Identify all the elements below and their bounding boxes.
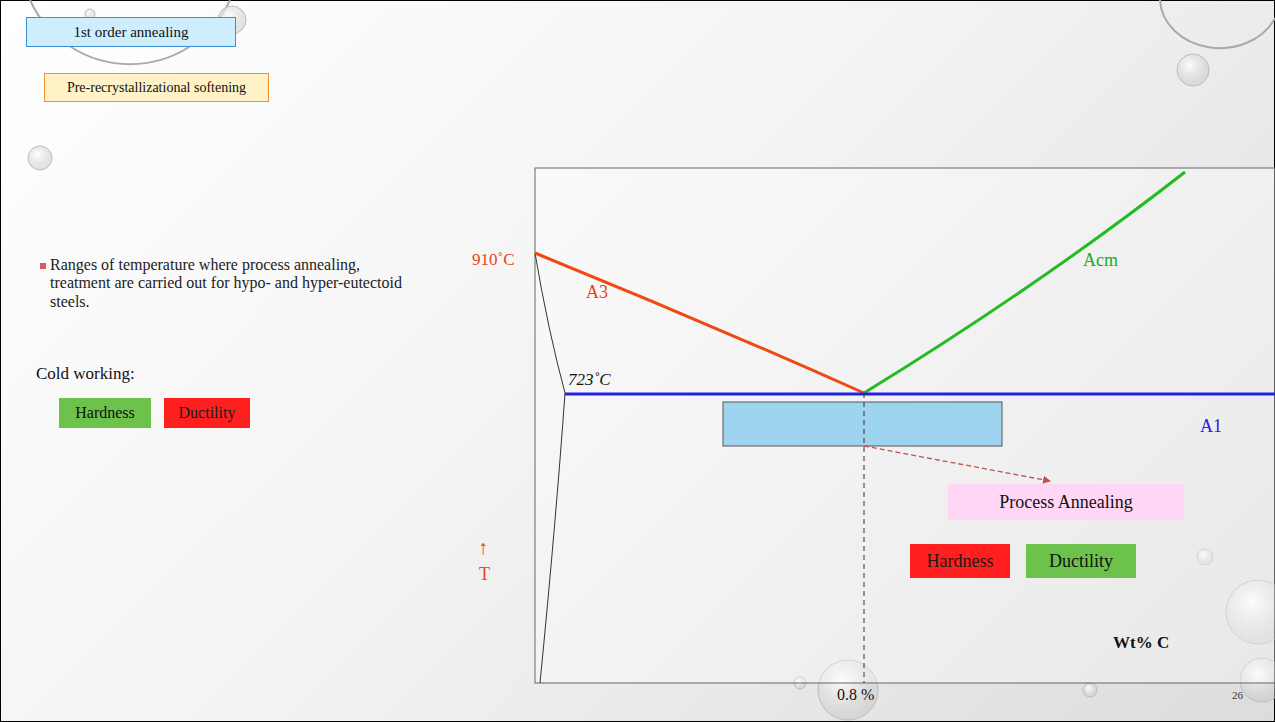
box-text: 1st order annealing — [74, 24, 189, 41]
annealing-range — [723, 402, 1002, 446]
eutectoid-line — [864, 393, 865, 683]
acm-line — [864, 172, 1185, 393]
plot-frame — [535, 168, 1275, 683]
line-label: A1 — [1200, 416, 1222, 437]
line-label: A3 — [586, 282, 608, 303]
section-label: Cold working: — [36, 364, 135, 384]
box-text: Ductility — [179, 404, 236, 422]
pointer-arrow — [864, 446, 1050, 481]
property-box: Process Annealing — [948, 484, 1184, 520]
box-text: Hardness — [927, 551, 994, 572]
decor-bubbles — [28, 0, 1275, 720]
box-text: Pre-recrystallizational softening — [67, 80, 246, 96]
axis-arrow: ↑ — [478, 536, 488, 559]
box-text: Hardness — [75, 404, 135, 422]
a3-line — [535, 253, 864, 393]
heading-box: Pre-recrystallizational softening — [44, 73, 269, 102]
temperature-label: 723˚C — [568, 370, 611, 390]
line-label: Acm — [1083, 250, 1118, 271]
property-box: Ductility — [1026, 544, 1136, 578]
box-text: Process Annealing — [999, 492, 1132, 513]
axis-label: T — [479, 564, 490, 585]
box-text: Ductility — [1049, 551, 1113, 572]
property-box: Ductility — [164, 398, 250, 428]
temperature-label: 910˚C — [472, 250, 515, 270]
a1-line — [565, 393, 1275, 396]
axis-label: Wt% C — [1113, 633, 1169, 653]
tick-label: 0.8 % — [837, 686, 874, 704]
bullet — [40, 263, 46, 269]
bullet-text: Ranges of temperature where process anne… — [50, 256, 420, 311]
page-number: 26 — [1232, 689, 1243, 702]
property-box: Hardness — [910, 544, 1010, 578]
property-box: Hardness — [59, 398, 151, 428]
ferrite-boundary — [535, 253, 565, 683]
heading-box: 1st order annealing — [26, 17, 236, 47]
